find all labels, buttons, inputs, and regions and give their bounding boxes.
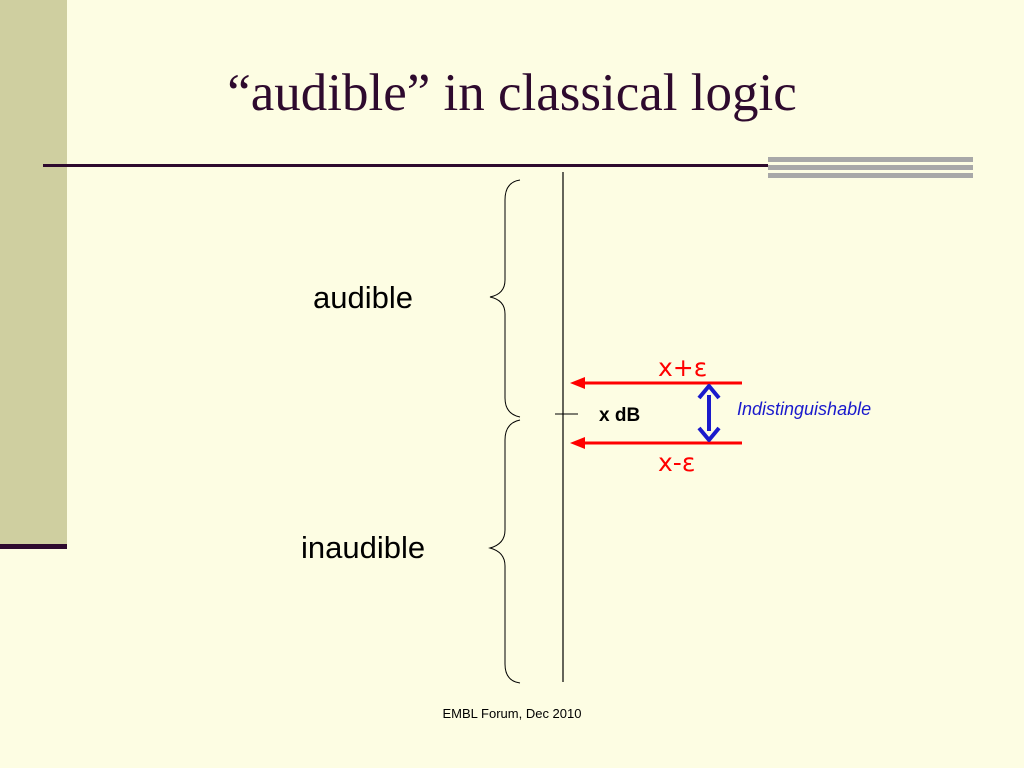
title-divider (43, 164, 770, 167)
audible-brace (489, 179, 521, 418)
indistinguishable-label: Indistinguishable (737, 399, 872, 419)
lower-bound-label: x-ε (658, 448, 696, 477)
audible-label: audible (313, 280, 413, 315)
title-decor-bars (768, 157, 973, 179)
slide-title: “audible” in classical logic (227, 64, 797, 122)
side-decor-band (0, 0, 67, 545)
slide-footer: EMBL Forum, Dec 2010 (442, 706, 582, 721)
threshold-label: x dB (599, 405, 641, 426)
side-decor-accent (0, 544, 67, 549)
lower-bound-arrowhead (570, 437, 585, 449)
inaudible-label: inaudible (301, 530, 426, 565)
upper-bound-arrowhead (570, 377, 585, 389)
inaudible-brace (488, 419, 521, 684)
range-arrowhead-top (697, 384, 721, 400)
range-arrowhead-bottom (697, 426, 721, 442)
upper-bound-label: x+ε (658, 353, 708, 382)
